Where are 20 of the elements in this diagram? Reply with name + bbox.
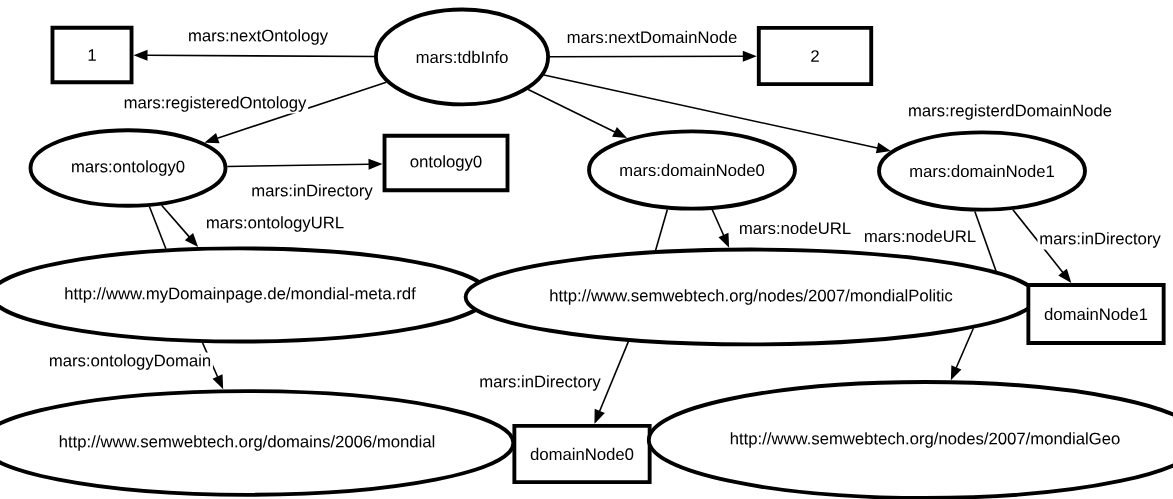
ellipse-node: mars:domainNode0 xyxy=(587,129,797,211)
edge-label: mars:registerdDomainNode xyxy=(906,102,1114,122)
edge-label: mars:inDirectory xyxy=(1037,230,1163,250)
value-box: 2 xyxy=(756,25,874,87)
ellipse-node: mars:ontology0 xyxy=(28,128,228,208)
edge-label: mars:nextDomainNode xyxy=(564,29,740,45)
ellipse-node: mars:tdbInfo xyxy=(374,7,551,107)
edge-label: mars:registeredOntology xyxy=(121,94,309,114)
value-box: domainNode0 xyxy=(512,423,652,485)
edge-label: mars:ontologyURL xyxy=(204,214,346,234)
edge-label: mars:nodeURL xyxy=(737,220,853,236)
edge-label: mars:nodeURL xyxy=(862,228,978,244)
node-label: http://www.semwebtech.org/nodes/2007/mondialGeo xyxy=(730,432,1120,448)
edge-label: mars:ontologyDomain xyxy=(47,352,213,372)
edge-label: mars:inDirectory xyxy=(249,182,375,202)
edge-label: mars:nextOntology xyxy=(186,27,330,47)
ellipse-node: mars:domainNode1 xyxy=(877,130,1087,212)
value-box: ontology0 xyxy=(382,133,510,193)
value-box: 1 xyxy=(50,25,134,85)
value-box: domainNode1 xyxy=(1026,283,1166,345)
